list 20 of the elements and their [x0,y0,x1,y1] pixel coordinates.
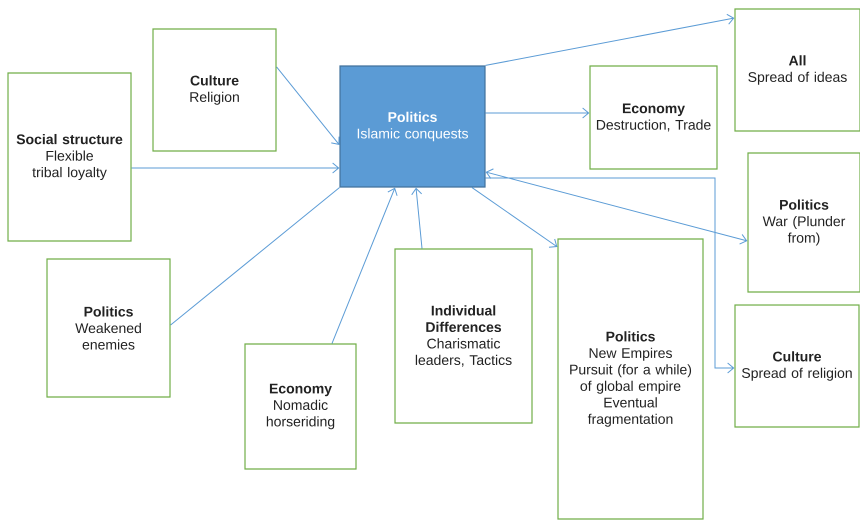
arrow [131,162,340,174]
topic-box: Economy Destruction, Trade [589,65,718,170]
arrow [332,188,398,344]
central-box: Politics Islamic conquests [339,65,486,188]
topic-box: Social structure Flexible tribal loyalty [7,72,132,242]
arrow [411,188,422,249]
topic-box: Economy Nomadic horseriding [244,343,357,470]
arrow [276,66,340,145]
topic-box: Politics New Empires Pursuit (for a while) of global empire Eventual fragmentation [557,238,704,520]
topic-box: Politics Weakened enemies [46,258,171,398]
arrow [485,108,590,118]
topic-box: Individual Differences Charismatic leaders, Tactics [394,248,533,424]
arrow [485,14,734,66]
arrow [485,178,734,374]
arrow [472,187,558,248]
topic-box: Culture Religion [152,28,277,152]
topic-box: All Spread of ideas [734,8,860,132]
arrow [486,168,748,245]
topic-box: Culture Spread of religion [734,304,860,428]
topic-box: Politics War (Plunder from) [747,152,860,293]
